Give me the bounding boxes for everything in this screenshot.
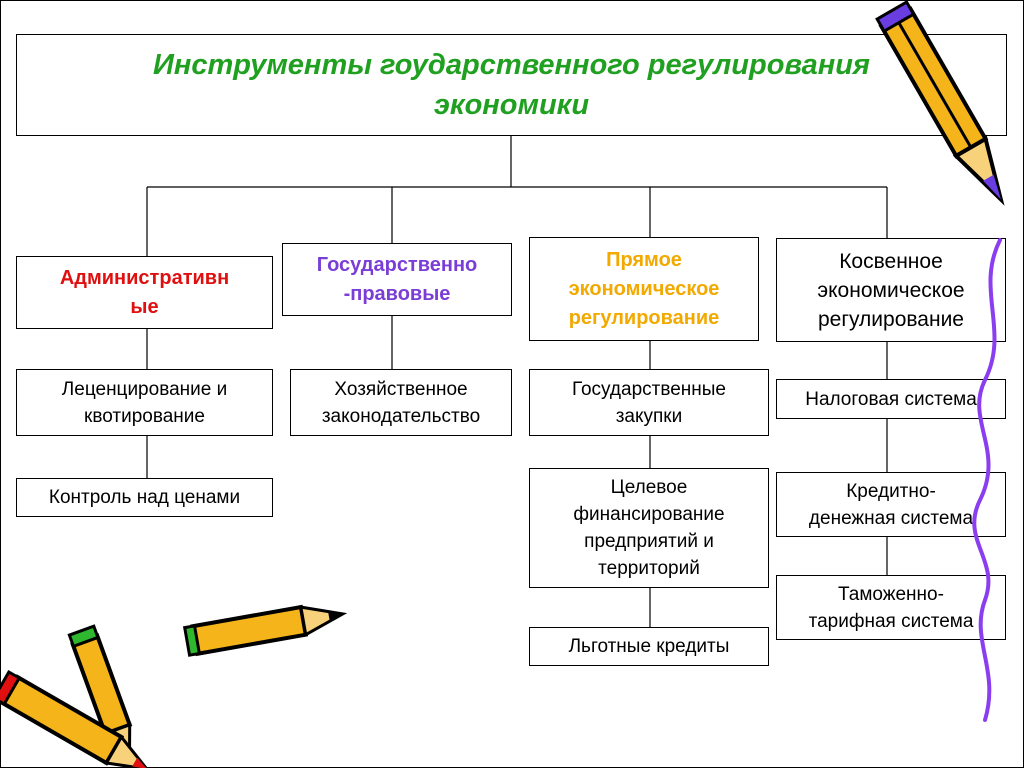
item-customs-tariff-system: Таможенно- тарифная система [776, 575, 1006, 640]
item-business-law: Хозяйственное законодательство [290, 369, 512, 436]
item-targeted-financing: Целевое финансирование предприятий и тер… [529, 468, 769, 588]
item-state-procurement: Государственные закупки [529, 369, 769, 436]
category-direct-economic: Прямое экономическое регулирование [529, 237, 759, 341]
item-tax-system: Налоговая система [776, 379, 1006, 419]
category-administrative: Административн ые [16, 256, 273, 329]
diagram-title: Инструменты гоударственного регулировани… [16, 34, 1007, 136]
item-monetary-system: Кредитно- денежная система [776, 472, 1006, 537]
item-preferential-credits: Льготные кредиты [529, 627, 769, 666]
category-legal: Государственно -правовые [282, 243, 512, 316]
category-indirect-economic: Косвенное экономическое регулирование [776, 238, 1006, 342]
item-price-control: Контроль над ценами [16, 478, 273, 517]
item-licensing-quotas: Леценцирование и квотирование [16, 369, 273, 436]
